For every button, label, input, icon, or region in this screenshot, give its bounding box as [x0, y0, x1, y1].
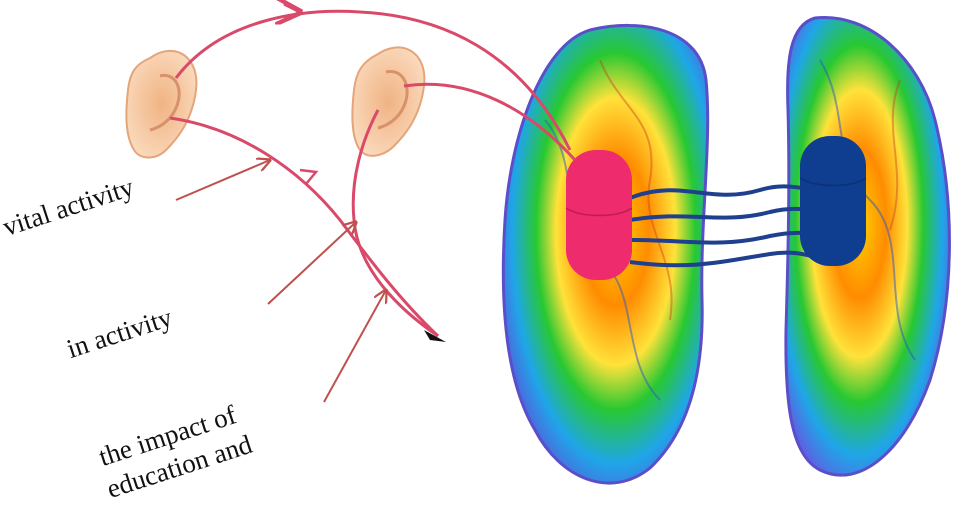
left-node [566, 150, 632, 280]
pathway-arrowhead [284, 4, 300, 20]
ear-icon [352, 47, 424, 155]
right-node [800, 136, 866, 266]
